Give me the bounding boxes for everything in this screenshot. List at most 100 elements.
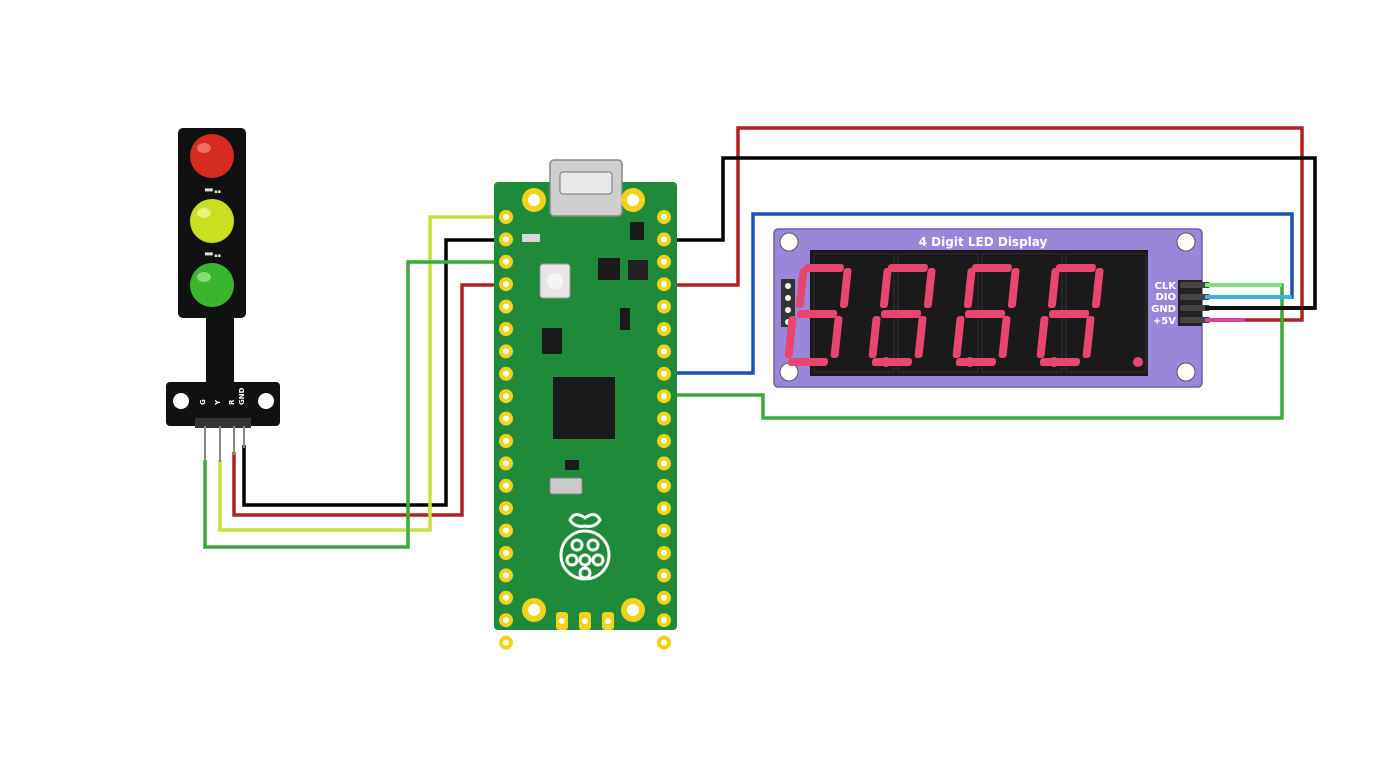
pico-pin-pad <box>657 232 671 247</box>
four-digit-display-module: 4 Digit LED Display CLK DIO GND +5V <box>773 228 1210 388</box>
pico-pin-pad <box>499 411 513 426</box>
pico-pins-left <box>499 210 513 650</box>
pico-pin-pad <box>657 322 671 336</box>
pico-pin-pad <box>499 277 513 292</box>
pico-debug-pad <box>602 612 614 630</box>
wire-tl-yellow <box>218 215 496 532</box>
pico-pin-pad <box>657 523 671 538</box>
wire-tl-red <box>232 283 496 517</box>
rp2040-chip <box>553 377 615 439</box>
base-hole-left <box>173 393 189 409</box>
seven-segment-digit <box>952 253 1063 373</box>
pico-mount-hole-tl-inner <box>528 194 540 206</box>
red-lamp-glare <box>197 143 211 153</box>
seven-segment-digit <box>1036 253 1147 373</box>
yellow-lamp-marking: ▀▀ ▪▪ <box>204 252 221 259</box>
pico-pin-pad <box>657 389 671 404</box>
traffic-light-neck <box>206 316 234 386</box>
yellow-lamp <box>190 199 234 243</box>
pico-mount-hole-tr-inner <box>627 194 639 206</box>
display-left-header <box>781 279 795 327</box>
seven-segment-digit <box>784 253 895 373</box>
disp-pin-label-dio: DIO <box>1155 292 1176 303</box>
pico-pin-pad <box>499 456 513 471</box>
pico-pin-pad <box>499 210 513 224</box>
green-lamp <box>190 263 234 307</box>
pico-debug-pad <box>579 612 591 630</box>
pico-pin-pad <box>657 478 671 493</box>
pico-pin-pad <box>499 344 513 359</box>
pico-pin-pad <box>499 590 513 605</box>
pico-pin-pad <box>657 434 671 448</box>
pico-mount-hole-br-inner <box>627 604 639 616</box>
base-hole-right <box>258 393 274 409</box>
pico-pin-pad <box>657 568 671 583</box>
disp-pin-label-gnd: GND <box>1151 304 1176 315</box>
traffic-light-module: ▀▀ ▪▪ ▀▀ ▪▪ GND R Y G <box>166 128 280 462</box>
traffic-light-base <box>166 382 280 426</box>
crystal <box>549 477 583 495</box>
digits <box>784 253 1147 373</box>
inductor <box>628 260 648 280</box>
wire-tl-gnd <box>242 238 496 507</box>
pico-pin-pad <box>499 501 513 516</box>
pico-pin-pad <box>657 590 671 605</box>
usb-port <box>559 171 613 195</box>
tl-pin-label-gnd: GND <box>238 387 246 405</box>
tl-pin-label-r: R <box>228 399 236 405</box>
pico-pin-pad <box>657 366 671 381</box>
display-hole-tr <box>1176 232 1196 252</box>
pico-pin-pad <box>499 478 513 493</box>
pico-pin-pad <box>657 456 671 471</box>
tl-pin-label-y: Y <box>214 399 222 406</box>
pico-pin-pad <box>499 299 513 314</box>
yellow-lamp-glare <box>197 208 211 218</box>
pico-pin-pad <box>657 277 671 292</box>
red-lamp <box>190 134 234 178</box>
tl-pin-legs <box>204 426 245 462</box>
display-wire-ends <box>1205 283 1315 322</box>
pico-pin-pad <box>499 613 513 628</box>
disp-pin-label-5v: +5V <box>1153 316 1176 327</box>
display-hole-tl <box>779 232 799 252</box>
wires <box>203 126 1317 549</box>
pico-pin-pad <box>499 546 513 560</box>
red-lamp-marking: ▀▀ ▪▪ <box>204 188 221 195</box>
pico-pin-pad <box>499 254 513 269</box>
green-lamp-glare <box>197 272 211 282</box>
pico-pins-bottom <box>556 612 614 630</box>
flash-chip <box>565 460 579 470</box>
pico-pin-pad <box>657 210 671 224</box>
regulator-chip <box>598 258 620 280</box>
seven-segment-digit <box>868 253 979 373</box>
pico-pin-pad <box>499 523 513 538</box>
tl-pin-header <box>195 418 251 428</box>
pico-pin-pad <box>657 501 671 516</box>
raspberry-pi-pico <box>494 159 677 650</box>
wire-disp-5v <box>676 126 1304 322</box>
pico-pin-pad <box>657 546 671 560</box>
display-pin-header <box>1178 280 1210 326</box>
pico-pins-right <box>657 210 671 650</box>
pico-pin-pad <box>499 434 513 448</box>
led-component <box>522 234 540 242</box>
pico-pin-pad <box>499 389 513 404</box>
pico-pin-pad <box>657 254 671 269</box>
pico-debug-pad <box>556 612 568 630</box>
pico-pin-pad <box>499 366 513 381</box>
small-chip-mid <box>542 328 562 354</box>
pico-mount-hole-bl-inner <box>528 604 540 616</box>
pico-pin-pad <box>499 568 513 583</box>
pico-pin-pad <box>657 344 671 359</box>
pico-pin-pad <box>657 635 671 650</box>
pico-pin-pad <box>499 635 513 650</box>
small-ic-top <box>630 222 644 240</box>
pico-pin-pad <box>499 322 513 336</box>
disp-pin-label-clk: CLK <box>1155 281 1178 292</box>
display-hole-br <box>1176 362 1196 382</box>
wire-tl-green <box>203 260 496 549</box>
pico-pin-pad <box>657 613 671 628</box>
display-title: 4 Digit LED Display <box>919 235 1048 249</box>
tl-pin-label-g: G <box>199 399 207 405</box>
